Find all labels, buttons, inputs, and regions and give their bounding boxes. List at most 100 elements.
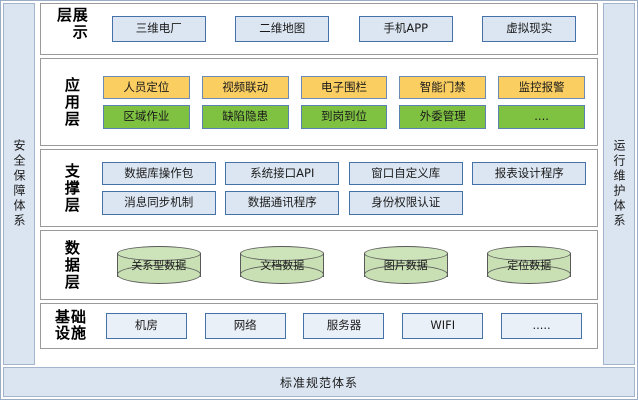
- support-cell-1: 数据库操作包: [97, 161, 221, 185]
- footer-label: 标准规范体系: [279, 375, 358, 390]
- support-cell-2: 系统接口API: [221, 161, 345, 185]
- cylinder-bottom-ellipse: [116, 265, 201, 284]
- box-on-duty-in-place[interactable]: 到岗到位: [300, 105, 388, 129]
- cylinder-image-data[interactable]: 图片数据: [363, 246, 448, 284]
- layer-support-body: 数据库操作包 系统接口API 窗口自定义库 报表设计程序: [97, 161, 592, 215]
- layer-support-label: 支撑层: [62, 162, 81, 214]
- layer-application-label: 应用层: [62, 76, 81, 128]
- layer-data-label: 数据层: [62, 239, 81, 291]
- cylinder-bottom-ellipse: [487, 265, 572, 284]
- box-personnel-positioning[interactable]: 人员定位: [102, 75, 190, 99]
- left-rail-security-system: 安全保障体系: [3, 3, 35, 365]
- data-cell-3: 图片数据: [344, 246, 468, 284]
- application-row-1: 人员定位 视频联动 电子围栏 智能门禁 监控报警: [97, 75, 591, 99]
- cylinder-label-image-data: 图片数据: [383, 259, 428, 272]
- layer-infrastructure-label-line2: 设施: [54, 324, 87, 342]
- infrastructure-cell-1: 机房: [97, 313, 196, 339]
- cylinder-top-ellipse: [363, 246, 448, 261]
- layer-infrastructure-label: 基础 设施: [45, 308, 97, 342]
- layer-infrastructure: 基础 设施 机房 网络 服务器: [40, 303, 598, 349]
- application-cell-4: 智能门禁: [393, 75, 492, 99]
- support-row-2: 消息同步机制 数据通讯程序 身份权限认证: [97, 191, 591, 215]
- infrastructure-cell-3: 服务器: [295, 313, 394, 339]
- box-infrastructure-more[interactable]: .....: [501, 313, 583, 339]
- box-area-operation[interactable]: 区域作业: [102, 105, 190, 129]
- support-cell-4: 报表设计程序: [468, 161, 592, 185]
- data-cell-1: 关系型数据: [97, 246, 221, 284]
- application-cell-2: 视频联动: [196, 75, 295, 99]
- layer-presentation-body: 三维电厂 二维地图 手机APP 虚拟现实: [97, 16, 591, 42]
- infrastructure-cell-5: .....: [492, 313, 591, 339]
- application-cell-1: 人员定位: [97, 75, 196, 99]
- footer-standards-system: 标准规范体系: [3, 367, 635, 397]
- application-cell-10: ....: [492, 105, 591, 129]
- application-cell-6: 区域作业: [97, 105, 196, 129]
- presentation-cell-3: 手机APP: [344, 16, 468, 42]
- box-2d-map[interactable]: 二维地图: [235, 16, 330, 42]
- presentation-cell-4: 虚拟现实: [468, 16, 592, 42]
- application-cell-3: 电子围栏: [295, 75, 394, 99]
- box-report-design-program[interactable]: 报表设计程序: [472, 161, 587, 185]
- box-server[interactable]: 服务器: [303, 313, 385, 339]
- layer-application: 应用层 人员定位 视频联动 电子围栏 智能门禁: [40, 58, 598, 146]
- layer-data: 数据层 关系型数据: [40, 230, 598, 300]
- box-smart-access-control[interactable]: 智能门禁: [399, 75, 487, 99]
- cylinder-bottom-ellipse: [363, 265, 448, 284]
- application-cell-8: 到岗到位: [295, 105, 394, 129]
- presentation-row-1: 三维电厂 二维地图 手机APP 虚拟现实: [97, 16, 591, 42]
- box-system-interface-api[interactable]: 系统接口API: [225, 161, 340, 185]
- box-outsourcing-management[interactable]: 外委管理: [399, 105, 487, 129]
- left-rail-label: 安全保障体系: [12, 139, 26, 229]
- layer-application-body: 人员定位 视频联动 电子围栏 智能门禁 监控报警: [97, 75, 591, 129]
- layer-data-body: 关系型数据 文档数据: [97, 246, 591, 284]
- diagram-body: 安全保障体系 展示层 三维电厂 二维地图 手机APP: [1, 1, 637, 367]
- support-cell-5: 消息同步机制: [97, 191, 221, 215]
- box-window-custom-library[interactable]: 窗口自定义库: [348, 161, 463, 185]
- cylinder-label-positioning-data: 定位数据: [507, 259, 552, 272]
- infrastructure-cell-4: WIFI: [393, 313, 492, 339]
- infrastructure-cell-2: 网络: [196, 313, 295, 339]
- application-cell-7: 缺陷隐患: [196, 105, 295, 129]
- support-cell-3: 窗口自定义库: [344, 161, 468, 185]
- box-db-operation-package[interactable]: 数据库操作包: [101, 161, 216, 185]
- cylinder-relational-data[interactable]: 关系型数据: [116, 246, 201, 284]
- box-electronic-fence[interactable]: 电子围栏: [300, 75, 388, 99]
- box-identity-authorization[interactable]: 身份权限认证: [348, 191, 463, 215]
- box-virtual-reality[interactable]: 虚拟现实: [482, 16, 577, 42]
- cylinder-document-data[interactable]: 文档数据: [240, 246, 325, 284]
- layer-presentation: 展示层 三维电厂 二维地图 手机APP 虚拟现实: [40, 3, 598, 55]
- application-cell-9: 外委管理: [393, 105, 492, 129]
- right-rail-ops-maintenance-system: 运行维护体系: [603, 3, 635, 365]
- application-row-2: 区域作业 缺陷隐患 到岗到位 外委管理 ....: [97, 105, 591, 129]
- cylinder-top-ellipse: [487, 246, 572, 261]
- box-monitoring-alarm[interactable]: 监控报警: [498, 75, 586, 99]
- box-message-sync-mechanism[interactable]: 消息同步机制: [101, 191, 216, 215]
- box-mobile-app[interactable]: 手机APP: [358, 16, 453, 42]
- data-cell-4: 定位数据: [468, 246, 592, 284]
- box-wifi[interactable]: WIFI: [402, 313, 484, 339]
- cylinder-bottom-ellipse: [240, 265, 325, 284]
- application-cell-5: 监控报警: [492, 75, 591, 99]
- box-data-communication-program[interactable]: 数据通讯程序: [225, 191, 340, 215]
- box-defect-hazard[interactable]: 缺陷隐患: [201, 105, 289, 129]
- cylinder-top-ellipse: [240, 246, 325, 261]
- layer-stack: 展示层 三维电厂 二维地图 手机APP 虚拟现实: [37, 1, 601, 367]
- cylinder-positioning-data[interactable]: 定位数据: [487, 246, 572, 284]
- layer-infrastructure-label-line1: 基础: [54, 308, 87, 327]
- box-video-linkage[interactable]: 视频联动: [201, 75, 289, 99]
- presentation-cell-2: 二维地图: [221, 16, 345, 42]
- box-application-more[interactable]: ....: [498, 105, 586, 129]
- data-row-1: 关系型数据 文档数据: [97, 246, 591, 284]
- presentation-cell-1: 三维电厂: [97, 16, 221, 42]
- cylinder-label-relational-data: 关系型数据: [131, 259, 187, 272]
- box-3d-plant[interactable]: 三维电厂: [111, 16, 206, 42]
- cylinder-top-ellipse: [116, 246, 201, 261]
- box-network[interactable]: 网络: [204, 313, 286, 339]
- box-computer-room[interactable]: 机房: [105, 313, 187, 339]
- layer-support: 支撑层 数据库操作包 系统接口API 窗口自定义库 报表设计程序: [40, 149, 598, 227]
- support-row-1: 数据库操作包 系统接口API 窗口自定义库 报表设计程序: [97, 161, 592, 185]
- right-rail-label: 运行维护体系: [612, 139, 626, 229]
- support-cell-6: 数据通讯程序: [221, 191, 345, 215]
- data-cell-2: 文档数据: [221, 246, 345, 284]
